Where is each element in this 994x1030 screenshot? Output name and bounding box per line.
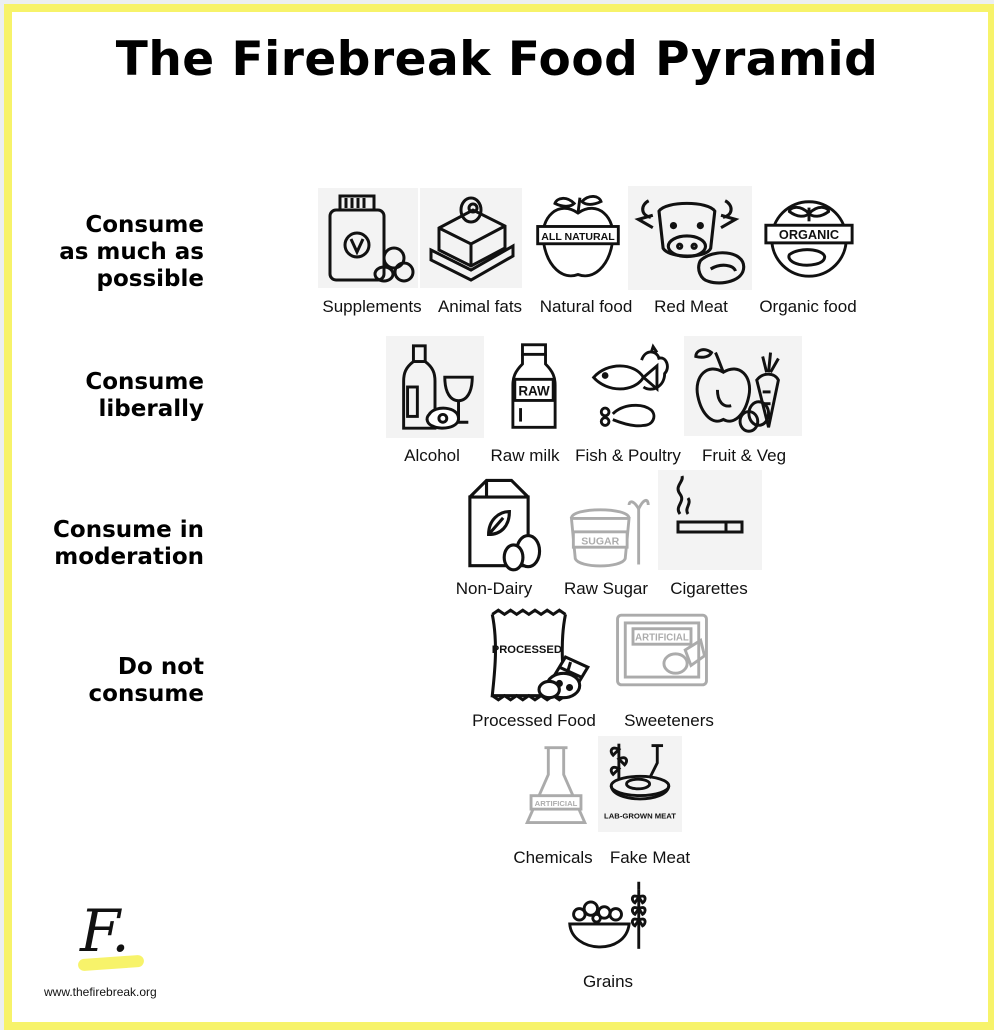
tier-label-line: Consume [85, 212, 204, 238]
item-label-fake-meat: Fake Meat [609, 848, 691, 867]
item-label-fruit-veg: Fruit & Veg [701, 446, 787, 465]
butter-icon [420, 188, 522, 288]
milk-bottle-icon: RAW [486, 336, 582, 438]
tier-label-line: Consume in [53, 517, 204, 543]
item-label-raw-sugar: Raw Sugar [563, 579, 649, 598]
item-label-chemicals: Chemicals [513, 848, 593, 867]
lab-meat-icon: LAB-GROWN MEAT [598, 736, 682, 832]
tier-label-as-much-as-possible: Consume as much as possible [59, 212, 204, 293]
svg-text:SUGAR: SUGAR [581, 535, 619, 547]
tier-label-liberally: Consume liberally [85, 369, 204, 423]
carton-almond-icon [444, 470, 554, 574]
item-label-supplements: Supplements [322, 297, 422, 316]
item-label-sweeteners: Sweeteners [624, 711, 714, 730]
page-title: The Firebreak Food Pyramid [115, 32, 879, 87]
processed-bag-icon: PROCESSED [476, 604, 598, 706]
svg-text:RAW: RAW [518, 384, 550, 399]
item-label-raw-milk: Raw milk [490, 446, 560, 465]
wine-icon [386, 336, 484, 438]
tier-label-line: moderation [54, 544, 204, 570]
item-label-processed-food: Processed Food [472, 711, 596, 730]
fruit-veg-icon [684, 336, 802, 436]
tier-label-moderation: Consume in moderation [53, 517, 204, 571]
item-label-natural-food: Natural food [539, 297, 633, 316]
apple-icon: ALL NATURAL [530, 188, 626, 288]
svg-text:ARTIFICIAL: ARTIFICIAL [535, 799, 578, 808]
sugar-bowl-icon: SUGAR [556, 480, 656, 576]
cow-steak-icon [628, 186, 752, 290]
item-label-alcohol: Alcohol [404, 446, 460, 465]
firebreak-logo: F. [80, 897, 130, 965]
tier-label-do-not-consume: Do not consume [89, 654, 204, 708]
grain-bowl-icon [562, 876, 658, 968]
tier-label-line: liberally [98, 396, 204, 422]
tier-label-line: possible [96, 266, 204, 292]
svg-text:ARTIFICIAL: ARTIFICIAL [635, 632, 689, 643]
tier-label-line: consume [88, 681, 204, 707]
svg-text:ORGANIC: ORGANIC [779, 227, 839, 242]
svg-text:PROCESSED: PROCESSED [492, 644, 562, 656]
svg-text:ALL NATURAL: ALL NATURAL [541, 231, 615, 243]
supplement-bottle-icon [318, 188, 418, 288]
fish-chicken-icon [584, 336, 680, 438]
site-url[interactable]: www.thefirebreak.org [44, 985, 157, 999]
item-label-animal-fats: Animal fats [437, 297, 523, 316]
sweetener-packet-icon: ARTIFICIAL [604, 600, 720, 700]
item-label-fish-poultry: Fish & Poultry [575, 446, 681, 465]
tier-label-line: Consume [85, 369, 204, 395]
cigarette-icon [658, 470, 762, 570]
tier-label-line: Do not [117, 654, 204, 680]
item-label-cigarettes: Cigarettes [670, 579, 748, 598]
item-label-red-meat: Red Meat [654, 297, 728, 316]
tier-label-line: as much as [59, 239, 204, 265]
item-label-non-dairy: Non-Dairy [455, 579, 533, 598]
svg-text:LAB-GROWN MEAT: LAB-GROWN MEAT [604, 812, 676, 821]
item-label-organic-food: Organic food [759, 297, 857, 316]
organic-badge-icon: ORGANIC [756, 188, 862, 286]
flask-icon: ARTIFICIAL [516, 740, 596, 836]
item-label-grains: Grains [582, 972, 634, 991]
